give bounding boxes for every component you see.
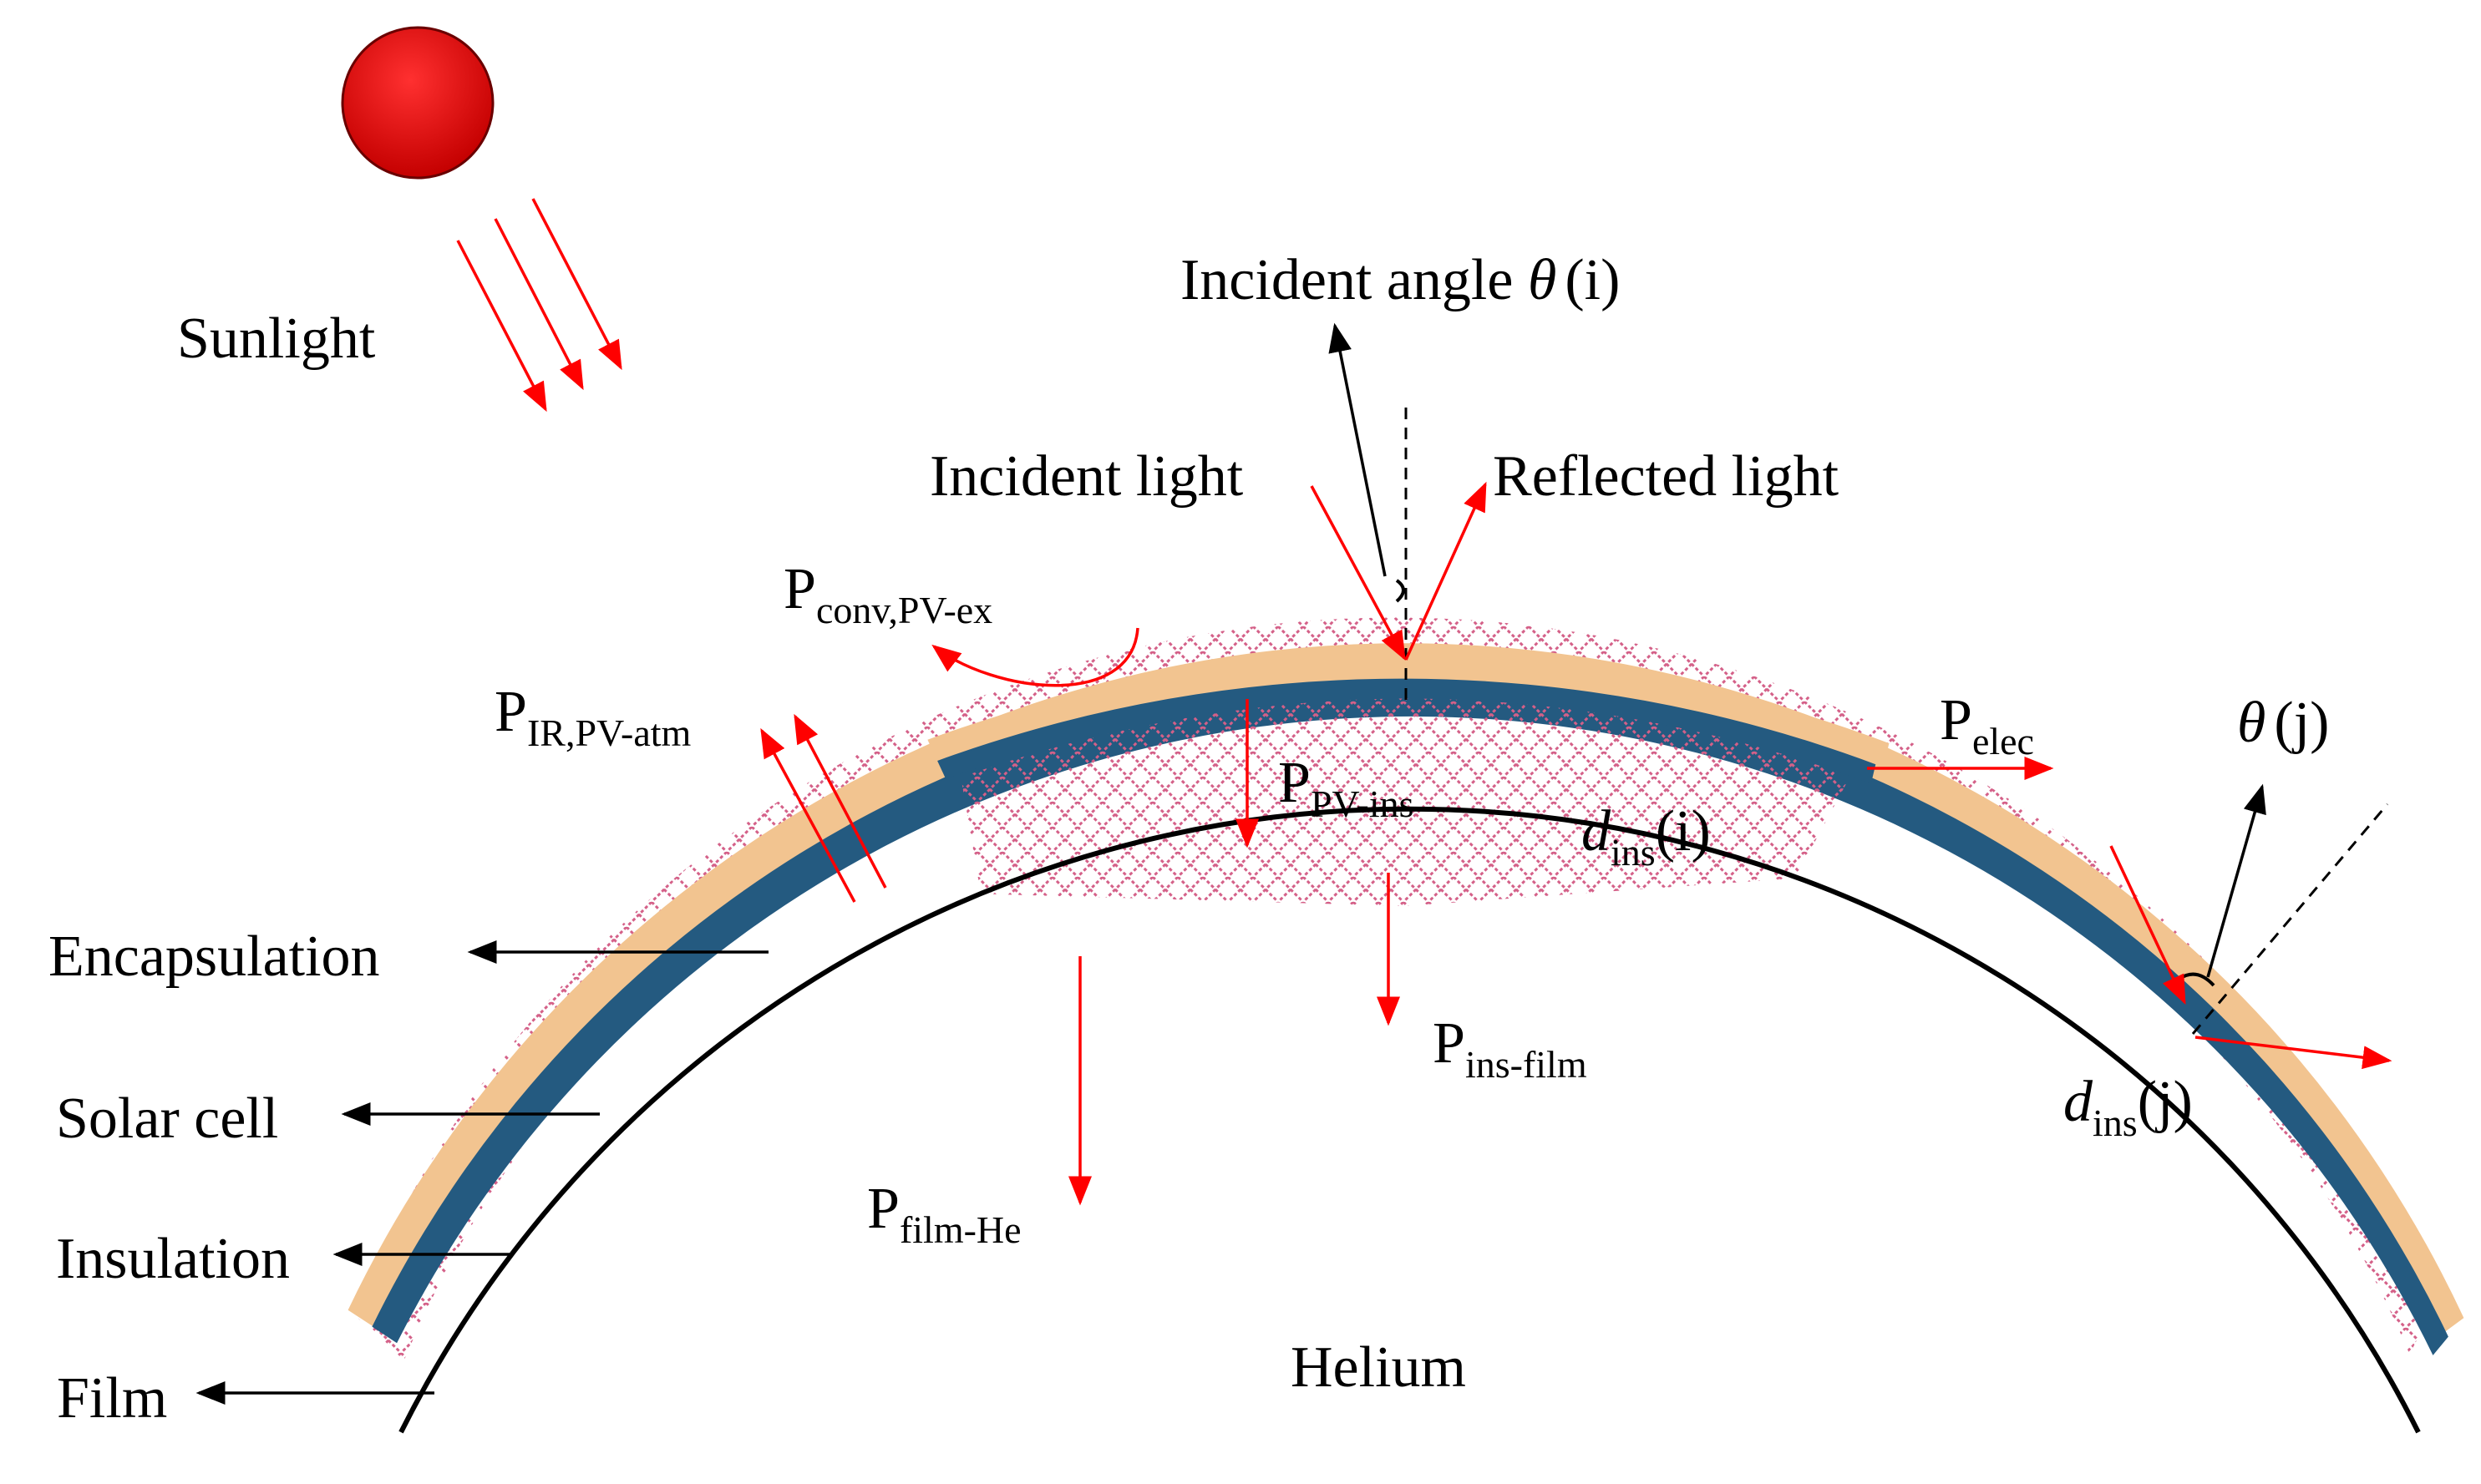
p-ir-label: PIR,PV-atm	[495, 680, 692, 754]
incident-angle-pointer	[1328, 322, 1387, 577]
sunlight-arrows	[456, 198, 622, 413]
sun-icon	[341, 26, 495, 180]
p-ins-film-label: Pins-film	[1433, 1011, 1587, 1086]
d-ins-j-label: dins(j)	[2063, 1070, 2193, 1144]
encapsulation-raised	[927, 654, 1890, 764]
ir-radiation-arrows	[760, 713, 887, 903]
solar-cell-label: Solar cell	[56, 1086, 278, 1151]
incident-light-label: Incident light	[930, 444, 1244, 509]
p-elec-label: Pelec	[1940, 688, 2034, 762]
incident-angle-pointer-j	[2206, 783, 2266, 978]
incident-angle-label: Incident angle θ(i)	[1180, 248, 1620, 312]
incident-light-ray-j	[2109, 845, 2186, 1005]
encapsulation-label: Encapsulation	[48, 924, 380, 989]
angle-arc-i	[1395, 579, 1405, 603]
incident-light-ray	[1310, 485, 1406, 661]
solar-cell-raised	[937, 678, 1876, 784]
reflected-light-label: Reflected light	[1493, 444, 1839, 509]
normal-dashed-line-j	[2191, 803, 2389, 1035]
theta-j-label: θ(j)	[2237, 691, 2329, 755]
insulation-raised-block	[961, 698, 1854, 906]
film-layer	[398, 806, 2421, 1434]
p-film-he-label: Pfilm-He	[867, 1177, 1022, 1251]
convection-arrow	[931, 627, 1139, 687]
p-conv-label: Pconv,PV-ex	[784, 557, 992, 631]
d-ins-i-label: dins(i)	[1581, 799, 1711, 874]
sunlight-label: Sunlight	[177, 306, 376, 371]
p-pv-ins-label: PPV-ins	[1278, 751, 1414, 825]
insulation-label: Insulation	[56, 1227, 290, 1291]
transmitted-ray-j	[2194, 1036, 2392, 1070]
helium-label: Helium	[1291, 1335, 1466, 1400]
reflected-light-ray	[1404, 481, 1487, 661]
film-label: Film	[57, 1366, 167, 1431]
